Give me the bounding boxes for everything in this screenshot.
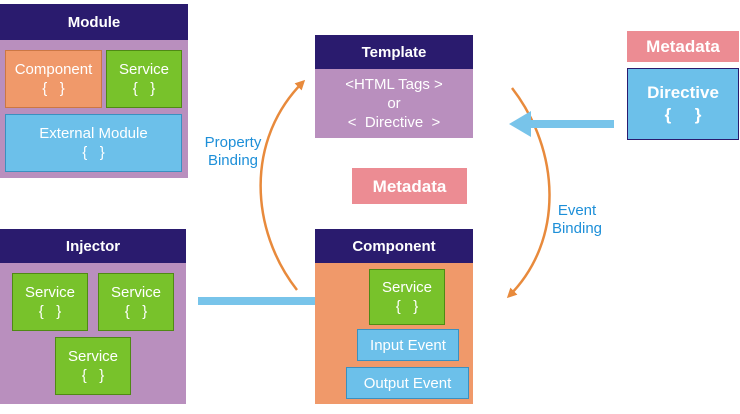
property-binding-line2: Binding — [207, 152, 259, 169]
injector-title: Injector — [0, 229, 186, 263]
module-service-braces: { } — [132, 80, 156, 97]
module-component-braces: { } — [42, 80, 65, 97]
event-binding-line2: Binding — [551, 220, 603, 237]
template-line-directive: < Directive > — [347, 113, 441, 131]
module-component-label: Component — [14, 61, 93, 78]
template-line-or: or — [387, 94, 401, 112]
component-service-box: Service { } — [369, 269, 445, 325]
template-line-html-tags: <HTML Tags > — [345, 75, 443, 93]
injector-service-label: Service — [67, 348, 119, 365]
injector-service-braces: { } — [81, 367, 105, 384]
injector-box: Injector Service { } Service { } Service… — [0, 229, 186, 404]
injector-service-box-3: Service { } — [55, 337, 131, 395]
injector-service-box-2: Service { } — [98, 273, 174, 331]
injector-service-box-1: Service { } — [12, 273, 88, 331]
module-external-label: External Module — [39, 125, 148, 142]
directive-braces: { } — [664, 105, 702, 124]
template-content: <HTML Tags > or < Directive > — [315, 73, 473, 133]
directive-metadata-box: Metadata — [627, 31, 739, 62]
injector-service-braces: { } — [124, 303, 148, 320]
directive-to-template-arrow — [509, 111, 614, 137]
module-service-label: Service — [118, 61, 170, 78]
injector-service-label: Service — [110, 284, 162, 301]
output-event-box: Output Event — [346, 367, 469, 399]
property-binding-arrow — [259, 79, 306, 291]
directive-label: Directive — [647, 83, 719, 102]
template-title: Template — [315, 35, 473, 69]
event-binding-label: Event Binding — [540, 202, 614, 238]
template-box: Template <HTML Tags > or < Directive > — [315, 35, 473, 138]
injector-service-label: Service — [24, 284, 76, 301]
component-service-braces: { } — [395, 298, 419, 315]
center-metadata-box: Metadata — [352, 168, 467, 204]
directive-box: Directive { } — [627, 68, 739, 140]
module-external-braces: { } — [82, 144, 105, 161]
property-binding-label: Property Binding — [196, 134, 270, 170]
component-box: Component Service { } Input Event Output… — [315, 229, 473, 404]
event-binding-arrow — [506, 87, 551, 299]
property-binding-line1: Property — [204, 134, 262, 151]
module-box: Module Component { } Service { } Externa… — [0, 4, 188, 178]
module-service-box: Service { } — [106, 50, 182, 108]
module-title: Module — [0, 4, 188, 40]
input-event-box: Input Event — [357, 329, 459, 361]
component-service-label: Service — [381, 279, 433, 296]
event-binding-line1: Event — [557, 202, 597, 219]
injector-service-braces: { } — [38, 303, 62, 320]
module-component-box: Component { } — [5, 50, 102, 108]
component-title: Component — [315, 229, 473, 263]
module-external-box: External Module { } — [5, 114, 182, 172]
